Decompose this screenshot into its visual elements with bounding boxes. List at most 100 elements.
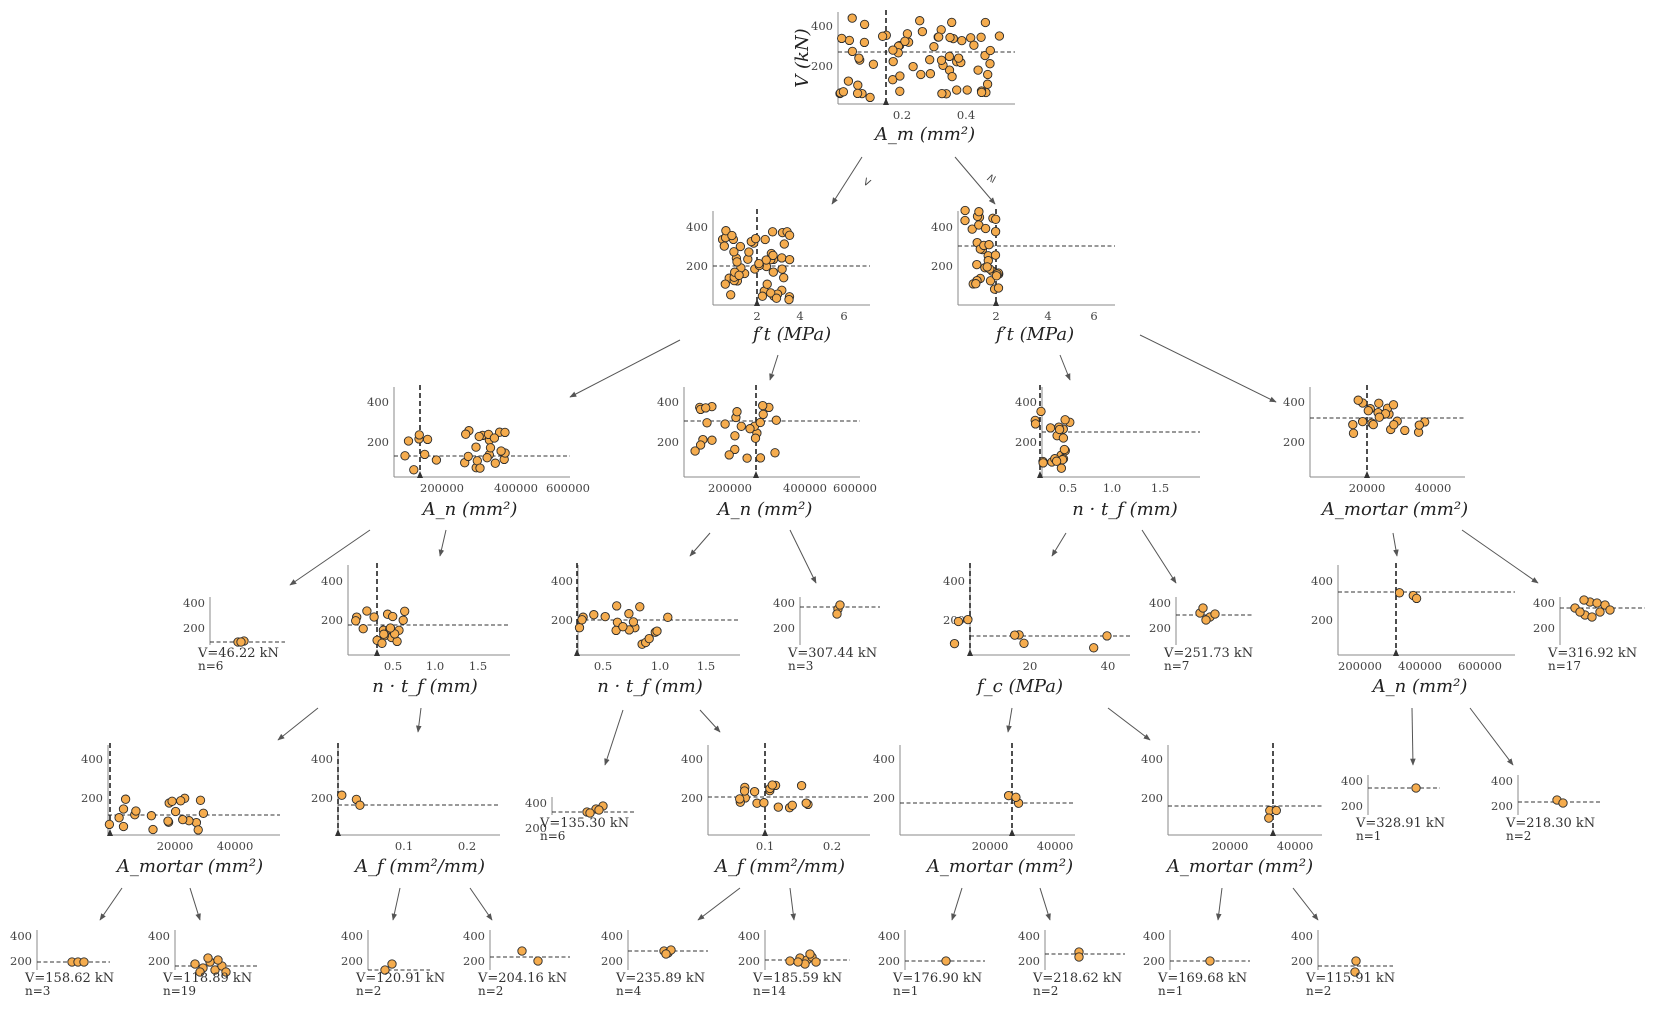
data-point bbox=[888, 56, 898, 67]
data-point bbox=[967, 224, 977, 234]
y-tick-label: 200 bbox=[1311, 613, 1333, 627]
y-tick-label: 200 bbox=[773, 621, 795, 635]
y-tick-label: 400 bbox=[931, 220, 953, 234]
data-point bbox=[1201, 615, 1211, 625]
x-tick-label: 40 bbox=[1101, 659, 1116, 673]
data-point bbox=[380, 965, 390, 975]
data-point bbox=[976, 32, 986, 42]
axis-label: A_mortar (mm²) bbox=[1320, 499, 1468, 520]
edge-root-L bbox=[831, 156, 863, 205]
data-point bbox=[852, 88, 863, 99]
data-point bbox=[1579, 595, 1589, 605]
threshold-marker-icon bbox=[883, 98, 889, 105]
data-point bbox=[471, 442, 481, 452]
x-tick-label: 20000 bbox=[972, 839, 1009, 853]
data-point bbox=[835, 600, 845, 610]
data-point bbox=[720, 279, 730, 289]
data-point bbox=[489, 433, 500, 443]
data-point bbox=[500, 427, 510, 438]
axis-label: f′t (MPa) bbox=[751, 324, 831, 345]
x-tick-label: 400000 bbox=[494, 481, 538, 495]
data-point bbox=[721, 226, 731, 236]
data-point bbox=[755, 453, 766, 463]
data-point bbox=[1558, 798, 1568, 808]
x-tick-label: 1.5 bbox=[697, 659, 715, 673]
data-point bbox=[1400, 425, 1410, 436]
axis-label: A_mortar (mm²) bbox=[115, 856, 263, 877]
data-point bbox=[1051, 456, 1062, 466]
threshold-marker-icon bbox=[762, 829, 768, 836]
leaf-value: V=120.91 kN bbox=[355, 971, 445, 986]
x-tick-label: 1.0 bbox=[651, 659, 669, 673]
leaf-count: n=2 bbox=[1033, 984, 1058, 998]
edge-R-RR bbox=[1139, 334, 1277, 403]
data-point bbox=[1045, 423, 1056, 433]
data-point bbox=[759, 798, 769, 808]
data-point bbox=[777, 253, 787, 263]
edge-RLLR-RLLRR bbox=[1292, 887, 1319, 921]
data-point bbox=[724, 450, 734, 460]
y-tick-label: 200 bbox=[81, 791, 103, 805]
data-point bbox=[403, 436, 414, 446]
y-tick-label: 200 bbox=[811, 59, 833, 73]
data-point bbox=[915, 16, 925, 26]
data-point bbox=[203, 953, 213, 963]
data-point bbox=[761, 255, 771, 265]
edge-R-RL bbox=[1059, 354, 1071, 381]
y-tick-label: 400 bbox=[148, 929, 170, 943]
data-point bbox=[980, 17, 991, 28]
edge-root-R bbox=[954, 156, 996, 205]
data-point bbox=[971, 279, 981, 289]
data-point bbox=[785, 956, 795, 966]
data-point bbox=[221, 967, 231, 977]
data-point bbox=[953, 616, 964, 627]
edge-LLRR-LLRRL bbox=[391, 887, 401, 921]
data-point bbox=[1059, 444, 1070, 455]
data-point bbox=[236, 637, 246, 647]
x-tick-label: 1.5 bbox=[1151, 481, 1169, 495]
data-point bbox=[702, 418, 712, 428]
data-point bbox=[1060, 415, 1070, 425]
axis-label: A_n (mm²) bbox=[421, 499, 518, 520]
y-tick-label: 200 bbox=[601, 954, 623, 968]
leaf-value: V=46.22 kN bbox=[197, 646, 279, 661]
data-point bbox=[730, 431, 740, 441]
y-tick-label: 400 bbox=[1341, 774, 1363, 788]
data-point bbox=[779, 239, 789, 249]
data-point bbox=[854, 53, 864, 63]
x-tick-label: 40000 bbox=[1037, 839, 1074, 853]
leaf-count: n=2 bbox=[1306, 984, 1331, 998]
data-point bbox=[178, 814, 188, 825]
x-tick-label: 6 bbox=[1090, 309, 1097, 323]
edge-LR-LRL bbox=[689, 532, 711, 557]
tree-node-RLL: 2004002040f_c (MPa) bbox=[943, 563, 1130, 697]
data-point bbox=[957, 35, 967, 46]
data-point bbox=[767, 227, 778, 237]
data-point bbox=[983, 69, 993, 80]
axis-label: f′t (MPa) bbox=[994, 324, 1074, 345]
edge-label-less: < bbox=[858, 174, 875, 189]
data-point bbox=[337, 790, 347, 800]
threshold-marker-icon bbox=[1393, 649, 1399, 656]
data-point bbox=[195, 967, 205, 977]
edge-L-LR bbox=[769, 354, 779, 381]
data-point bbox=[1414, 420, 1424, 430]
leaf-value: V=185.59 kN bbox=[752, 971, 842, 986]
data-point bbox=[1575, 607, 1585, 617]
data-point bbox=[990, 250, 1001, 260]
data-point bbox=[1592, 598, 1602, 608]
data-point bbox=[1036, 406, 1046, 417]
